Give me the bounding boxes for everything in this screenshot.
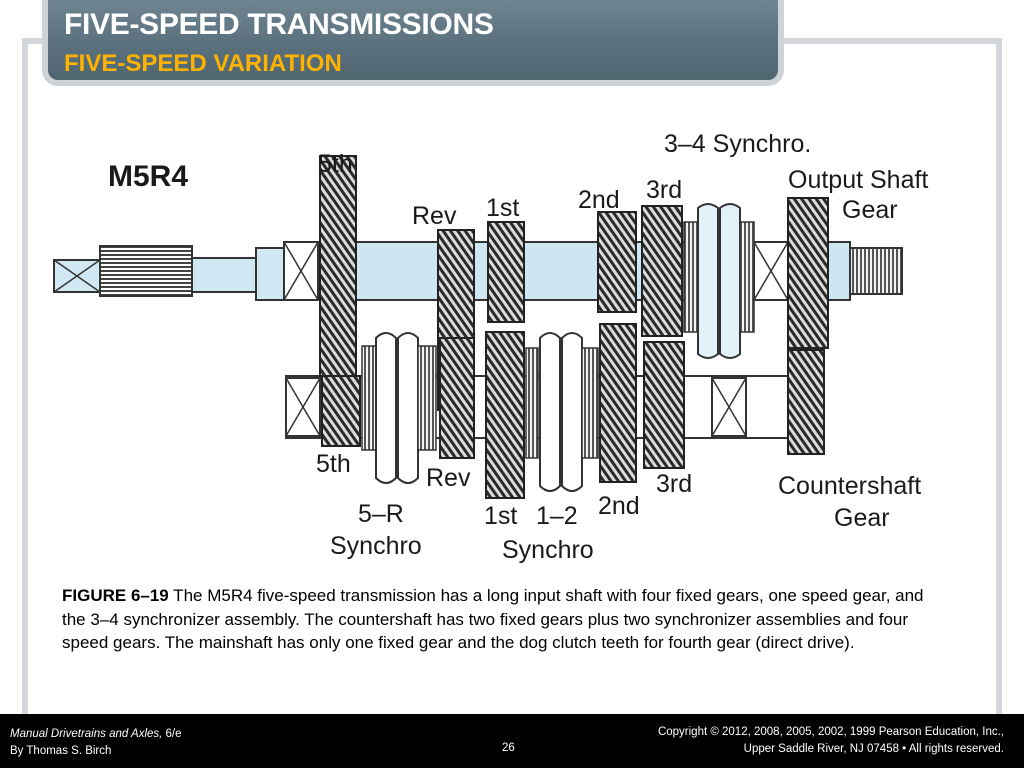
footer: Manual Drivetrains and Axles, 6/e By Tho… — [0, 714, 1024, 768]
label-5r-synchro-1: 5–R — [358, 500, 404, 528]
slide-title: FIVE-SPEED TRANSMISSIONS — [64, 8, 494, 41]
label-5r-synchro-2: Synchro — [330, 532, 422, 560]
figure-number: FIGURE 6–19 — [62, 586, 169, 605]
label-1st-bottom: 1st — [484, 502, 517, 530]
gear-rev-counter — [439, 337, 475, 459]
footer-copyright: Copyright © 2012, 2008, 2005, 2002, 1999… — [658, 724, 1004, 758]
page-number: 26 — [502, 742, 515, 754]
label-12-synchro-2: Synchro — [502, 536, 594, 564]
book-author: By Thomas S. Birch — [10, 745, 112, 757]
label-2nd-bottom: 2nd — [598, 492, 640, 520]
synchro-5r — [361, 332, 437, 484]
gear-5th-counter — [321, 375, 361, 447]
transmission-diagram: M5R4 5th Rev 1st 2nd 3rd 3–4 Synchro. Ou… — [53, 130, 928, 564]
label-countershaft-1: Countershaft — [778, 472, 921, 500]
label-1st-top: 1st — [486, 194, 519, 222]
label-34-synchro: 3–4 Synchro. — [664, 130, 811, 158]
gear-output-main — [787, 197, 829, 349]
gears — [319, 155, 829, 499]
label-output-shaft-2: Gear — [842, 196, 898, 224]
title-bar: FIVE-SPEED TRANSMISSIONS FIVE-SPEED VARI… — [42, 0, 784, 86]
gear-1st-main — [487, 221, 525, 323]
input-spline — [99, 245, 193, 297]
copyright-line-1: Copyright © 2012, 2008, 2005, 2002, 1999… — [657, 726, 1004, 738]
figure-text: The M5R4 five-speed transmission has a l… — [62, 586, 924, 652]
figure-caption: FIGURE 6–19 The M5R4 five-speed transmis… — [62, 584, 942, 655]
mainshaft — [53, 241, 903, 301]
gear-1st-counter — [485, 331, 525, 499]
label-5th-top: 5th — [318, 150, 353, 178]
synchro-34 — [683, 203, 755, 359]
gear-2nd-main — [597, 211, 637, 313]
slide-subtitle: FIVE-SPEED VARIATION — [64, 50, 342, 77]
label-countershaft-2: Gear — [834, 504, 890, 532]
gear-3rd-counter — [643, 341, 685, 469]
model-label: M5R4 — [108, 160, 188, 193]
copyright-line-2: Upper Saddle River, NJ 07458 • All right… — [743, 743, 1004, 755]
label-rev-top: Rev — [412, 202, 457, 230]
label-5th-bottom: 5th — [316, 450, 351, 478]
label-rev-bottom: Rev — [426, 464, 471, 492]
label-2nd-top: 2nd — [578, 186, 620, 214]
label-12-synchro-1: 1–2 — [536, 502, 578, 530]
book-title: Manual Drivetrains and Axles, — [10, 728, 163, 740]
gear-5th-main — [319, 155, 357, 377]
output-spline — [849, 247, 903, 295]
synchro-12 — [525, 332, 599, 492]
gear-2nd-counter — [599, 323, 637, 483]
book-edition: 6/e — [162, 728, 182, 740]
label-3rd-top: 3rd — [646, 176, 682, 204]
label-output-shaft-1: Output Shaft — [788, 166, 928, 194]
gear-3rd-main — [641, 205, 683, 337]
footer-book-info: Manual Drivetrains and Axles, 6/e By Tho… — [10, 726, 182, 760]
label-3rd-bottom: 3rd — [656, 470, 692, 498]
gear-countershaft — [787, 349, 825, 455]
